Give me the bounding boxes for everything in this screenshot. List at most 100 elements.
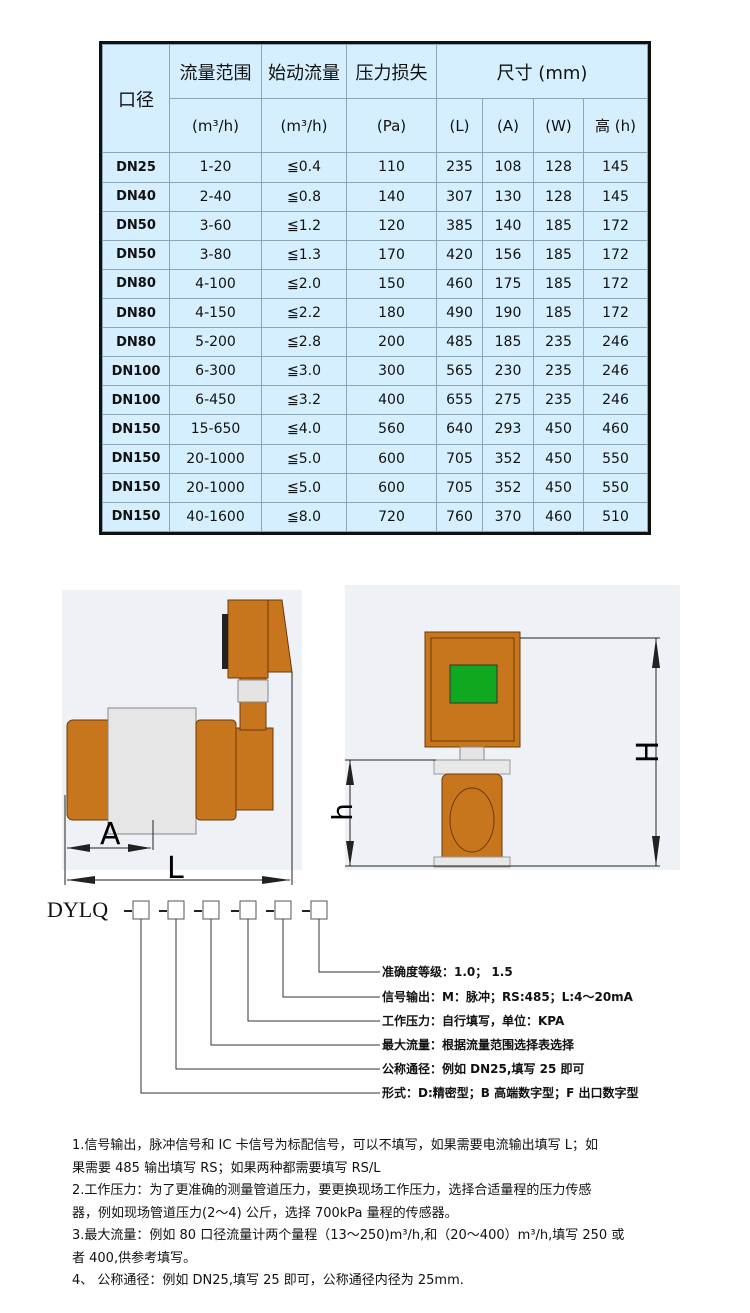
table-cell: 172 [583,297,648,329]
header-h: 高 (h) [583,98,648,154]
table-cell: 20-1000 [169,443,262,474]
header-pressure-loss-unit: (Pa) [346,98,437,154]
table-cell: 600 [346,443,437,474]
table-cell: ≦0.4 [261,152,347,183]
table-cell: 156 [482,239,534,270]
code-field-label: 信号输出：M：脉冲；RS:485；L:4～20mA [382,990,633,1004]
display-screen [449,664,498,704]
table-cell: 370 [482,501,534,533]
table-cell: 460 [583,414,648,445]
table-cell: 705 [436,443,483,474]
leader-line [247,919,380,1022]
table-cell: 40-1600 [169,501,262,533]
code-field-label: 形式：D:精密型；B 高端数字型；F 出口数字型 [382,1086,639,1100]
table-cell: 185 [533,297,584,329]
table-cell: 4-150 [169,297,262,329]
table-cell: 550 [583,443,648,474]
table-cell: DN80 [102,268,170,299]
code-field-label: 最大流量：根据流量范围选择表选择 [382,1038,575,1052]
table-cell: 720 [346,501,437,533]
table-cell: 150 [346,268,437,299]
dim-A-label: A [100,817,121,852]
table-cell: 180 [346,297,437,329]
table-cell: 352 [482,472,534,503]
model-code-diagram [124,900,380,1094]
table-cell: 172 [583,210,648,241]
table-cell: ≦5.0 [261,443,347,474]
header-W: (W) [533,98,584,154]
table-cell: 640 [436,414,483,445]
table-cell: ≦1.3 [261,239,347,270]
table-cell: DN100 [102,385,170,416]
header-size: 尺寸 (mm) [436,43,648,100]
note-line: 果需要 485 输出填写 RS；如果两种都需要填写 RS/L [72,1160,381,1176]
note-line: 者 400,供参考填写。 [72,1250,197,1266]
table-cell: 485 [436,327,483,358]
code-field-box [202,900,220,920]
table-cell: 110 [346,152,437,183]
table-cell: ≦8.0 [261,501,347,533]
table-cell: 172 [583,268,648,299]
table-cell: ≦5.0 [261,472,347,503]
table-cell: 275 [482,385,534,416]
code-field-label: 准确度等级：1.0； 1.5 [382,965,513,979]
table-cell: 185 [533,210,584,241]
table-cell: 172 [583,239,648,270]
table-cell: 6-300 [169,356,262,387]
leader-line [175,919,380,1070]
header-flow-range-unit: (m³/h) [169,98,262,154]
table-cell: 108 [482,152,534,183]
table-cell: 300 [346,356,437,387]
dim-h-label: h [326,803,359,821]
table-cell: DN80 [102,297,170,329]
table-cell: DN100 [102,356,170,387]
table-cell: 420 [436,239,483,270]
code-field-box [132,900,150,920]
model-code-prefix: DYLQ [47,897,109,922]
header-start-flow-unit: (m³/h) [261,98,347,154]
table-cell: 185 [482,327,534,358]
table-cell: 200 [346,327,437,358]
table-cell: 140 [482,210,534,241]
dim-L-label: L [167,851,184,886]
table-cell: 352 [482,443,534,474]
table-cell: 490 [436,297,483,329]
table-cell: 230 [482,356,534,387]
code-field-box [239,900,257,920]
table-cell: 20-1000 [169,472,262,503]
table-cell: 185 [533,239,584,270]
table-cell: 235 [533,327,584,358]
table-cell: ≦2.0 [261,268,347,299]
code-field-box [274,900,292,920]
table-cell: 460 [533,501,584,533]
header-A: (A) [482,98,534,154]
table-cell: DN150 [102,414,170,445]
front-view-flowmeter: h H [326,631,666,868]
table-cell: 460 [436,268,483,299]
code-field-label: 工作压力：自行填写，单位：KPA [382,1014,565,1028]
table-cell: 550 [583,472,648,503]
table-cell: DN150 [102,472,170,503]
dim-H-label: H [631,741,666,764]
table-cell: 235 [533,356,584,387]
note-line: 器，例如现场管道压力(2～4) 公斤，选择 700kPa 量程的传感器。 [72,1205,458,1221]
table-cell: DN50 [102,210,170,241]
notes: 1.信号输出，脉冲信号和 IC 卡信号为标配信号，可以不填写，如果需要电流输出填… [72,1135,692,1293]
table-cell: 140 [346,181,437,212]
dimension-drawings: A L h H [62,585,680,886]
table-cell: 145 [583,152,648,183]
table-cell: 235 [533,385,584,416]
spec-table: 口径 流量范围 始动流量 压力损失 尺寸 (mm) (m³/h) (m³/h) … [99,41,651,535]
note-line: 3.最大流量：例如 80 口径流量计两个量程（13～250)m³/h,和（20～… [72,1228,625,1243]
